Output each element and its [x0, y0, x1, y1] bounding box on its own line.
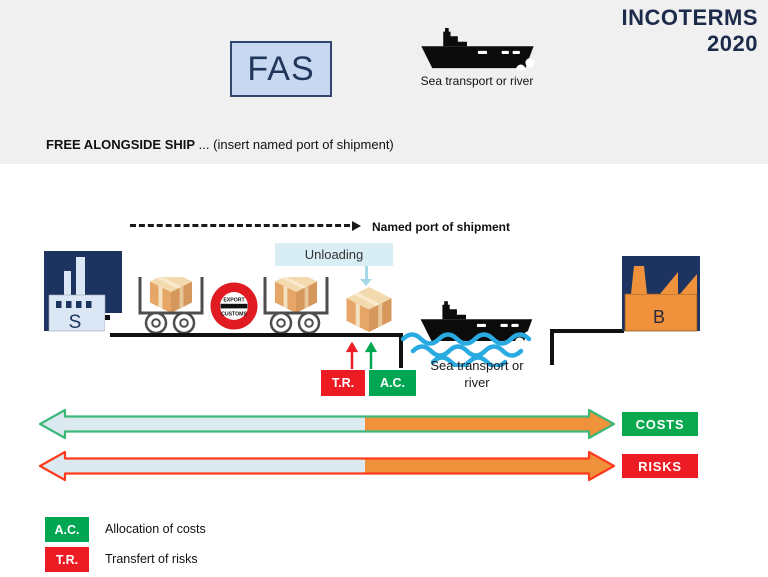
sea-transport-label-line1: Sea transport or [430, 358, 524, 373]
allocation-cost-badge: A.C. [369, 370, 416, 396]
legend-ac-badge: A.C. [45, 517, 89, 542]
seller-label: S [69, 312, 82, 333]
term-code-box: FAS [230, 41, 332, 97]
legend-tr-label: Transfert of risks [105, 552, 198, 566]
sea-transport-label-line2: river [464, 375, 490, 390]
customs-sign-bottom-label: CUSTOMS [221, 312, 247, 318]
transport-mode-label: Sea transport or river [420, 74, 534, 88]
sea-transport-label: Sea transport or river [407, 357, 547, 391]
allocation-cost-abbr: A.C. [380, 376, 405, 390]
incoterms-logo: INCOTERMS 2020 [622, 5, 759, 57]
quay-edge-line [399, 333, 403, 368]
unloading-callout: Unloading [275, 243, 393, 266]
customs-sign-top-label: EXPORT [223, 298, 245, 304]
costs-badge: COSTS [622, 412, 698, 436]
costs-span-arrow [38, 408, 616, 440]
transfer-risk-badge: T.R. [321, 370, 365, 396]
legend-ac-abbr: A.C. [54, 522, 80, 537]
ship-icon [421, 28, 535, 70]
term-title: FREE ALONGSIDE SHIP [46, 137, 196, 152]
legend-tr-badge: T.R. [45, 547, 89, 572]
named-port-label: Named port of shipment [372, 220, 511, 234]
transfer-risk-abbr: T.R. [331, 376, 355, 390]
incoterms-logo-line2: 2020 [707, 31, 758, 56]
unloading-label: Unloading [304, 247, 364, 262]
named-port-arrowhead-icon [352, 221, 361, 231]
seller-factory-icon: S [44, 251, 122, 333]
unloaded-cargo-box-icon [346, 287, 392, 332]
destination-ground-line [550, 329, 624, 333]
term-code: FAS [247, 49, 315, 88]
incoterms-logo-line1: INCOTERMS [621, 5, 758, 30]
costs-label: COSTS [635, 416, 685, 432]
transfer-risk-arrow-icon [345, 342, 359, 369]
legend-ac-label: Allocation of costs [105, 522, 206, 536]
cargo-cart-icon [262, 277, 330, 335]
term-definition: FREE ALONGSIDE SHIP ... (insert named po… [46, 137, 394, 152]
unloading-connector [365, 266, 368, 279]
unloading-connector-arrowhead [360, 279, 372, 292]
legend-tr-abbr: T.R. [55, 552, 79, 567]
header-band [0, 0, 768, 164]
waves-icon [400, 332, 532, 367]
named-port-dashed-line [130, 224, 350, 227]
risks-label: RISKS [638, 458, 682, 474]
allocation-cost-arrow-icon [364, 342, 378, 369]
term-subtitle: ... (insert named port of shipment) [198, 137, 394, 152]
buyer-factory-icon: B [622, 256, 700, 332]
buyer-label: B [653, 307, 665, 327]
destination-quay-edge-line [550, 329, 554, 365]
risks-badge: RISKS [622, 454, 698, 478]
export-customs-sign-icon: EXPORT CUSTOMS [210, 282, 258, 330]
cargo-cart-icon [137, 277, 205, 335]
risks-span-arrow [38, 450, 616, 482]
quay-ground-line [110, 333, 403, 337]
